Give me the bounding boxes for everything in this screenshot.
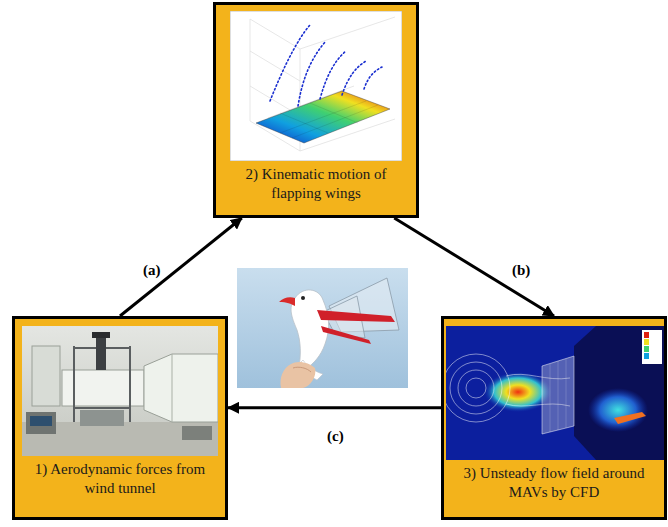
stage-caption: 3) Unsteady flow field around MAVs by CF…	[444, 464, 664, 502]
flow-arrow	[394, 218, 554, 316]
cfd-flow-field	[446, 326, 664, 460]
stage-box: 3) Unsteady flow field around MAVs by CF…	[441, 316, 667, 520]
stage-box: 1) Aerodynamic forces from wind tunnel	[12, 316, 228, 520]
kinematic-plot	[230, 11, 402, 161]
stage-box: 2) Kinematic motion of flapping wings	[213, 2, 419, 218]
mav-photo	[237, 268, 408, 388]
stage-caption: 1) Aerodynamic forces from wind tunnel	[15, 460, 225, 498]
edge-label: (b)	[510, 262, 532, 279]
flow-arrow	[228, 406, 441, 409]
wind-tunnel-photo	[22, 326, 218, 456]
stage-caption: 2) Kinematic motion of flapping wings	[216, 165, 416, 203]
edge-label: (c)	[325, 428, 346, 445]
edge-label: (a)	[141, 262, 163, 279]
flow-arrow	[120, 218, 242, 316]
